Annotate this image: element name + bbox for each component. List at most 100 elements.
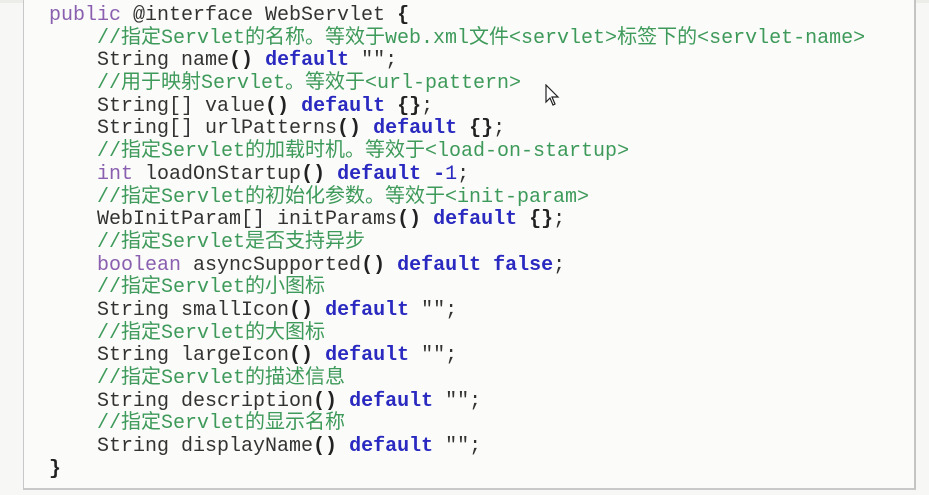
code-token-kw: default: [301, 94, 386, 118]
code-line: //指定Servlet的加载时机。等效于<load-on-startup>: [49, 140, 865, 164]
code-token-pl: @interface WebServlet: [121, 4, 398, 27]
code-token-cm: //指定Servlet的描述信息: [97, 367, 346, 390]
code-token-pl: [385, 95, 397, 118]
code-token-cm: //指定Servlet的名称。等效于web.xml文件<servlet>标签下的…: [97, 26, 866, 50]
code-token-pn: (): [313, 435, 338, 459]
code-token-pl: String displayName: [49, 435, 314, 459]
code-line: //指定Servlet的初始化参数。等效于<init-param>: [49, 185, 865, 210]
code-token-pl: String[] urlPatterns: [49, 117, 338, 141]
code-token-pl: "";: [433, 389, 482, 413]
code-token-kw: default: [349, 435, 434, 459]
code-token-pl: [49, 322, 97, 345]
code-token-pl: [49, 276, 97, 299]
code-token-pl: [49, 140, 97, 163]
code-token-pl: "";: [409, 298, 458, 322]
code-token-pn: (): [289, 344, 314, 368]
code-token-cm: //指定Servlet的显示名称: [97, 412, 346, 436]
code-editor-panel[interactable]: public @interface WebServlet { //指定Servl…: [23, 0, 916, 490]
code-token-cm: //指定Servlet的初始化参数。等效于<init-param>: [97, 185, 590, 209]
code-line: //指定Servlet是否支持异步: [49, 231, 865, 255]
code-token-pn: (): [229, 49, 254, 73]
code-token-cm: //指定Servlet的加载时机。等效于<load-on-startup>: [97, 140, 630, 164]
code-line: //指定Servlet的描述信息: [49, 367, 865, 391]
code-token-kw: default: [373, 117, 458, 141]
code-line: String largeIcon() default "";: [49, 344, 865, 368]
code-line: int loadOnStartup() default -1;: [49, 162, 865, 187]
code-token-pl: ;: [493, 117, 506, 141]
code-token-kw: default: [337, 162, 422, 186]
code-token-pl: [481, 254, 493, 277]
code-token-kw: default: [325, 344, 410, 368]
code-line: boolean asyncSupported() default false;: [49, 253, 865, 278]
code-token-pl: [49, 231, 97, 254]
code-token-pl: [421, 208, 433, 231]
code-line: }: [49, 457, 865, 482]
code-token-pl: [313, 344, 325, 367]
code-token-pn: {}: [469, 117, 494, 141]
code-token-mod: public: [49, 4, 122, 27]
code-token-pl: loadOnStartup: [133, 162, 302, 186]
code-line: String[] urlPatterns() default {};: [49, 118, 865, 141]
code-token-pl: String description: [49, 389, 314, 413]
code-line: //指定Servlet的显示名称: [49, 413, 865, 436]
code-token-cm: //指定Servlet的小图标: [97, 276, 326, 300]
code-token-pl: "";: [433, 435, 482, 459]
code-line: //指定Servlet的小图标: [49, 276, 865, 300]
code-token-pl: ;: [457, 162, 470, 186]
code-token-pn: (): [337, 117, 362, 141]
code-token-pl: [289, 95, 301, 118]
code-token-pl: [49, 412, 97, 435]
code-token-kw: default: [325, 298, 410, 322]
code-token-kw: false: [493, 253, 554, 277]
code-token-pl: [385, 254, 397, 277]
code-token-kw: -: [433, 162, 446, 186]
code-token-pn: (): [289, 298, 314, 322]
code-token-pn: {: [397, 4, 410, 27]
code-token-kw: default: [433, 208, 518, 232]
code-line: //指定Servlet的大图标: [49, 321, 865, 346]
code-line: String displayName() default "";: [49, 435, 865, 459]
code-line: public @interface WebServlet {: [49, 4, 865, 28]
code-token-num: 1: [445, 162, 458, 186]
code-line: String description() default "";: [49, 389, 865, 414]
code-token-pl: [49, 186, 97, 209]
code-token-pn: {}: [529, 208, 554, 232]
code-token-cm: //用于映射Servlet。等效于<url-pattern>: [97, 72, 522, 96]
code-token-cm: //指定Servlet的大图标: [97, 321, 326, 345]
code-token-pn: (): [361, 253, 386, 277]
code-token-pl: [49, 367, 97, 390]
code-token-pl: String[] value: [49, 94, 266, 118]
code-block[interactable]: public @interface WebServlet { //指定Servl…: [49, 4, 866, 482]
code-token-kw: default: [349, 389, 434, 413]
code-token-pl: WebInitParam[] initParams: [49, 208, 398, 232]
code-token-pl: ;: [553, 208, 566, 232]
code-line: //指定Servlet的名称。等效于web.xml文件<servlet>标签下的…: [49, 26, 866, 51]
code-token-pl: [49, 72, 97, 95]
code-token-pl: [337, 435, 349, 458]
code-token-pl: [49, 254, 97, 277]
code-token-pn: (): [301, 162, 326, 186]
code-token-pl: [49, 163, 97, 186]
code-token-pl: String name: [49, 49, 230, 73]
code-token-pl: [253, 49, 265, 72]
code-token-pl: String smallIcon: [49, 298, 290, 322]
code-token-pl: [421, 163, 433, 186]
code-token-pn: {}: [397, 94, 422, 118]
code-token-pl: [361, 117, 373, 140]
code-line: String smallIcon() default "";: [49, 298, 865, 323]
code-token-pl: [337, 390, 349, 413]
code-token-pl: [457, 117, 469, 140]
mouse-pointer-icon: [545, 84, 560, 106]
code-token-kw: default: [265, 49, 350, 73]
code-token-pn: }: [49, 457, 62, 481]
code-token-prim: int: [97, 162, 134, 186]
code-token-pn: (): [397, 208, 422, 232]
code-token-pn: (): [265, 94, 290, 118]
code-token-pn: (): [313, 389, 338, 413]
code-token-pl: asyncSupported: [181, 253, 362, 277]
code-line: String name() default "";: [49, 50, 865, 73]
code-token-pl: ;: [421, 94, 434, 118]
code-token-pl: [517, 208, 529, 231]
code-line: //用于映射Servlet。等效于<url-pattern>: [49, 72, 865, 96]
code-line: WebInitParam[] initParams() default {};: [49, 208, 865, 232]
